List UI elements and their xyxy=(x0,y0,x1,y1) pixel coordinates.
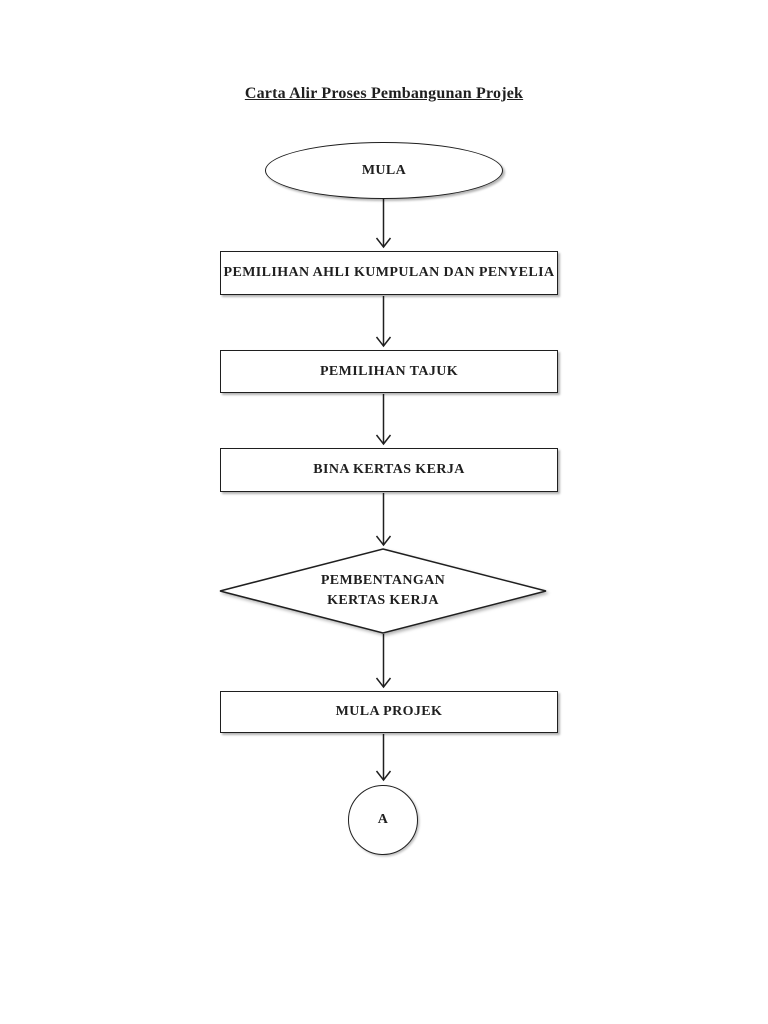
arrow-step2-to-step3 xyxy=(375,394,392,446)
node-connector-a: A xyxy=(348,785,418,855)
node-process-step4: MULA PROJEK xyxy=(220,691,558,733)
node-start-terminator: MULA xyxy=(265,142,503,199)
node-step1-label: PEMILIHAN AHLI KUMPULAN DAN PENYELIA xyxy=(223,265,555,280)
arrow-step4-to-connector xyxy=(375,734,392,782)
arrow-start-to-step1 xyxy=(375,199,392,249)
node-decision-shape xyxy=(219,548,547,634)
node-connector-a-label: A xyxy=(377,812,389,827)
node-process-step2: PEMILIHAN TAJUK xyxy=(220,350,558,393)
node-process-step1: PEMILIHAN AHLI KUMPULAN DAN PENYELIA xyxy=(220,251,558,295)
arrow-step1-to-step2 xyxy=(375,296,392,348)
node-process-step3: BINA KERTAS KERJA xyxy=(220,448,558,492)
node-decision-label: PEMBENTANGAN KERTAS KERJA xyxy=(320,573,446,608)
page-title: Carta Alir Proses Pembangunan Projek xyxy=(244,85,524,102)
node-start-label: MULA xyxy=(361,162,407,178)
arrow-step3-to-decision xyxy=(375,493,392,547)
node-step4-label: MULA PROJEK xyxy=(335,704,443,719)
node-step2-label: PEMILIHAN TAJUK xyxy=(319,363,459,379)
node-step3-label: BINA KERTAS KERJA xyxy=(313,462,465,477)
